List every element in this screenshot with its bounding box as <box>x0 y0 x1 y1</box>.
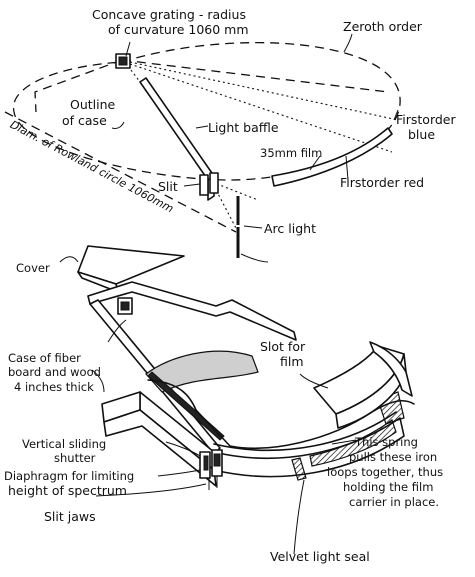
outline-of-case-label-line1: Outline <box>70 97 116 112</box>
velvet-seal-label: Velvet light seal <box>270 549 370 564</box>
film-35mm-label: 35mm film <box>260 146 323 160</box>
rowland-diameter-line <box>4 111 237 233</box>
cover <box>77 245 185 293</box>
concave-grating-label-line2: of curvature 1060 mm <box>108 22 249 37</box>
case-label-line1: Case of fiber <box>8 351 81 365</box>
first-order-blue-label-line2: blue <box>408 127 436 142</box>
slit-label: Slit <box>158 179 178 194</box>
bottom-leaders <box>91 319 357 555</box>
slit-jaws-label: Slit jaws <box>44 509 96 524</box>
zeroth-order-label: Zeroth order <box>343 19 422 34</box>
film-strip <box>271 127 393 187</box>
spring-label-line4: holding the film <box>343 480 434 494</box>
cover-label: Cover <box>16 261 50 275</box>
diaphragm-label-line1: Diaphragm for limiting <box>4 469 135 483</box>
arc-ray-1 <box>211 181 259 201</box>
case-outline <box>34 59 389 113</box>
rowland-circle <box>12 41 401 181</box>
slit-assembly <box>199 172 219 196</box>
slot-for-film-label-line2: film <box>280 354 304 369</box>
slit-jaws-assembly <box>199 449 223 490</box>
spring-label-line5: carrier in place. <box>349 495 440 509</box>
zeroth-order-ray <box>129 61 399 121</box>
spring-wire <box>147 379 415 449</box>
spring-label-line2: pulls these iron <box>349 450 438 464</box>
arc-light <box>236 196 269 263</box>
vertical-shutter-label-line1: Vertical sliding <box>22 437 107 451</box>
vertical-shutter-label-line2: shutter <box>54 451 96 465</box>
case-label-line2: board and wood <box>8 365 101 379</box>
top-leaders <box>111 33 399 229</box>
slot-for-film-label-line1: Slot for <box>260 339 306 354</box>
case-label-line3: 4 inches thick <box>14 380 94 394</box>
cover-leader <box>59 256 79 263</box>
spring-label-line3: loops together, thus <box>327 465 444 479</box>
arc-ray-2 <box>213 185 239 233</box>
concave-grating <box>115 53 131 69</box>
spring-label-line1: This spring <box>355 435 418 449</box>
first-order-blue-label-line1: Firstorder <box>396 112 456 127</box>
first-order-red-label: Firstorder red <box>340 175 425 190</box>
outline-of-case-label-line2: of case <box>62 113 107 128</box>
arc-light-label: Arc light <box>264 221 316 236</box>
diaphragm-label-line2: height of spectrum <box>8 483 127 498</box>
concave-grating-label-line1: Concave grating - radius <box>92 7 246 22</box>
first-order-ray <box>129 63 393 153</box>
light-baffle-label: Light baffle <box>208 120 279 135</box>
